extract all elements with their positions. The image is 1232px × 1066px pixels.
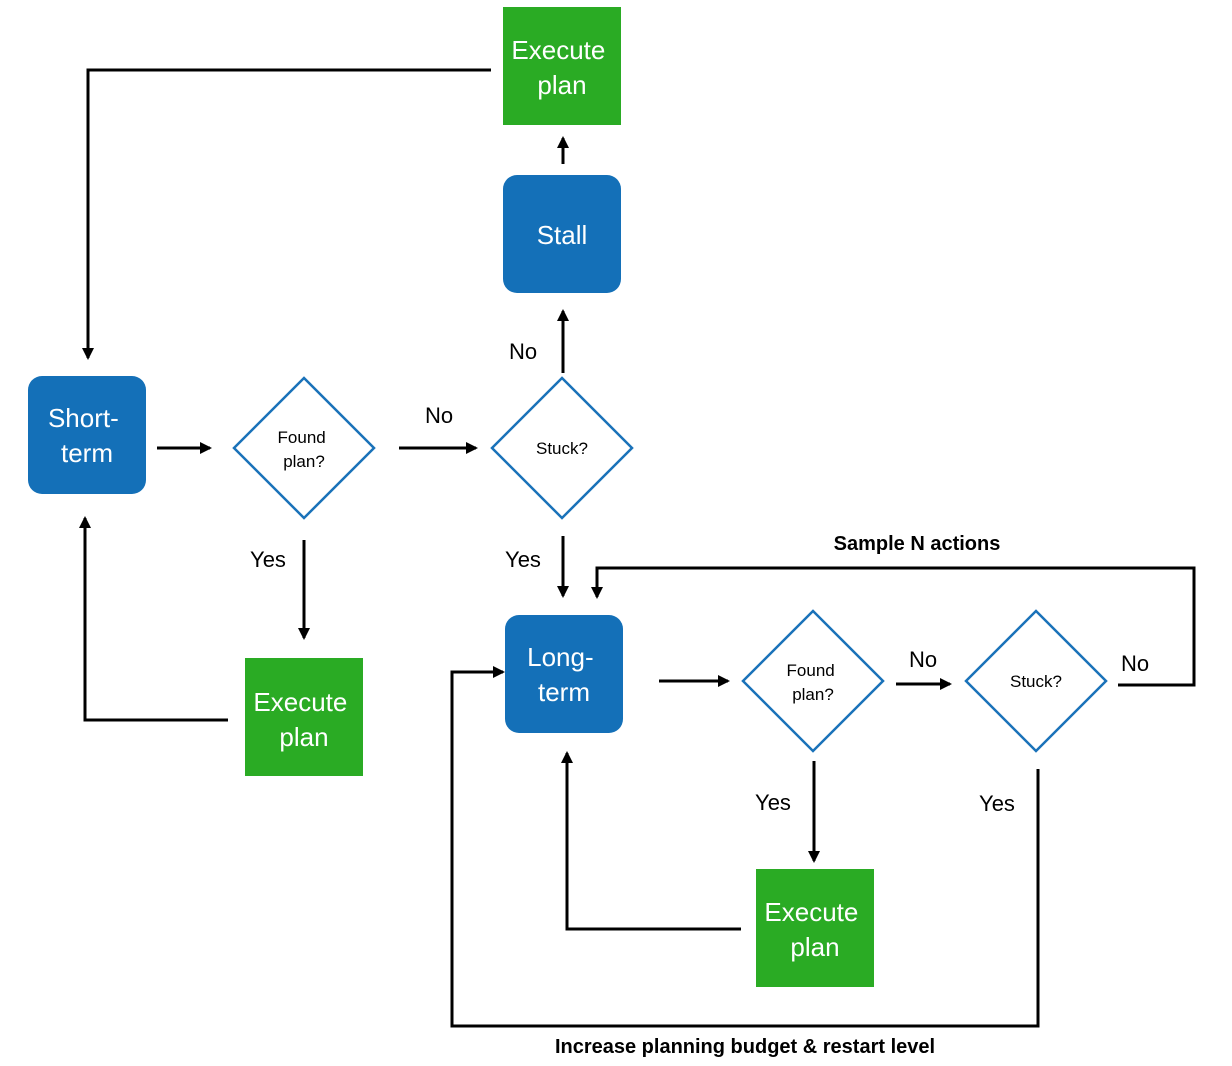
edge-execute-top-to-short-term xyxy=(82,68,491,360)
execute-plan-left-label-line-1: Execute xyxy=(253,687,347,717)
execute-plan-bottom-node: Execute plan xyxy=(756,869,874,987)
found-plan-2-yes-label: Yes xyxy=(755,790,791,815)
stuck-2-no-label: No xyxy=(1121,651,1149,676)
found-plan-1-node: Found plan? xyxy=(232,376,376,520)
stuck-2-diamond xyxy=(964,609,1108,753)
stuck-1-node: Stuck? xyxy=(490,376,634,520)
execute-plan-left-box xyxy=(245,658,363,776)
svg-text:Short- term: Short- term xyxy=(48,403,126,468)
found-plan-1-no-label: No xyxy=(425,403,453,428)
edge-stuck-2-sample-loop xyxy=(591,566,1196,687)
execute-plan-bottom-label-line-1: Execute xyxy=(764,897,858,927)
found-plan-2-label-line-1: Found xyxy=(787,661,835,680)
stuck-1-no-label: No xyxy=(509,339,537,364)
execute-plan-top-node: Execute plan xyxy=(503,7,621,125)
stall-label: Stall xyxy=(537,220,588,250)
execute-plan-bottom-box xyxy=(756,869,874,987)
svg-text:Found plan?: Found plan? xyxy=(278,428,331,471)
stuck-1-label: Stuck? xyxy=(536,439,588,458)
short-term-label-line-1: Short- xyxy=(48,403,119,433)
stuck-1-yes-label: Yes xyxy=(505,547,541,572)
long-term-node: Long- term xyxy=(505,615,623,733)
execute-plan-bottom-label-line-2: plan xyxy=(790,932,839,962)
edge-execute-left-to-short-term xyxy=(79,516,228,722)
increase-budget-label: Increase planning budget & restart level xyxy=(555,1036,935,1058)
found-plan-2-node: Found plan? xyxy=(741,609,885,753)
long-term-label-line-1: Long- xyxy=(527,642,594,672)
found-plan-1-label-line-1: Found xyxy=(278,428,326,447)
svg-text:Execute plan: Execute plan xyxy=(253,687,354,752)
sample-n-actions-label: Sample N actions xyxy=(834,533,1001,555)
execute-plan-top-box xyxy=(503,7,621,125)
edges xyxy=(79,68,1196,1028)
stall-box xyxy=(503,175,621,293)
found-plan-1-diamond xyxy=(232,376,376,520)
svg-text:Execute plan: Execute plan xyxy=(764,897,865,962)
short-term-node: Short- term xyxy=(28,376,146,494)
svg-text:Long- term: Long- term xyxy=(527,642,601,707)
stuck-1-diamond xyxy=(490,376,634,520)
found-plan-2-diamond xyxy=(741,609,885,753)
found-plan-2-no-label: No xyxy=(909,647,937,672)
found-plan-1-label-line-2: plan? xyxy=(283,452,325,471)
stuck-2-node: Stuck? xyxy=(964,609,1108,753)
execute-plan-top-label-line-1: Execute xyxy=(511,35,605,65)
execute-plan-top-label-line-2: plan xyxy=(537,70,586,100)
execute-plan-left-label-line-2: plan xyxy=(279,722,328,752)
short-term-box xyxy=(28,376,146,494)
edge-stuck-2-restart-loop xyxy=(450,666,1040,1028)
svg-text:Found plan?: Found plan? xyxy=(787,661,840,704)
svg-text:Execute plan: Execute plan xyxy=(511,35,612,100)
stuck-2-yes-label: Yes xyxy=(979,791,1015,816)
found-plan-1-yes-label: Yes xyxy=(250,547,286,572)
found-plan-2-label-line-2: plan? xyxy=(792,685,834,704)
short-term-label-line-2: term xyxy=(61,438,113,468)
long-term-label-line-2: term xyxy=(538,677,590,707)
stuck-2-label: Stuck? xyxy=(1010,672,1062,691)
execute-plan-left-node: Execute plan xyxy=(245,658,363,776)
edge-execute-bottom-to-long-term xyxy=(561,751,741,931)
long-term-box xyxy=(505,615,623,733)
stall-node: Stall xyxy=(503,175,621,293)
